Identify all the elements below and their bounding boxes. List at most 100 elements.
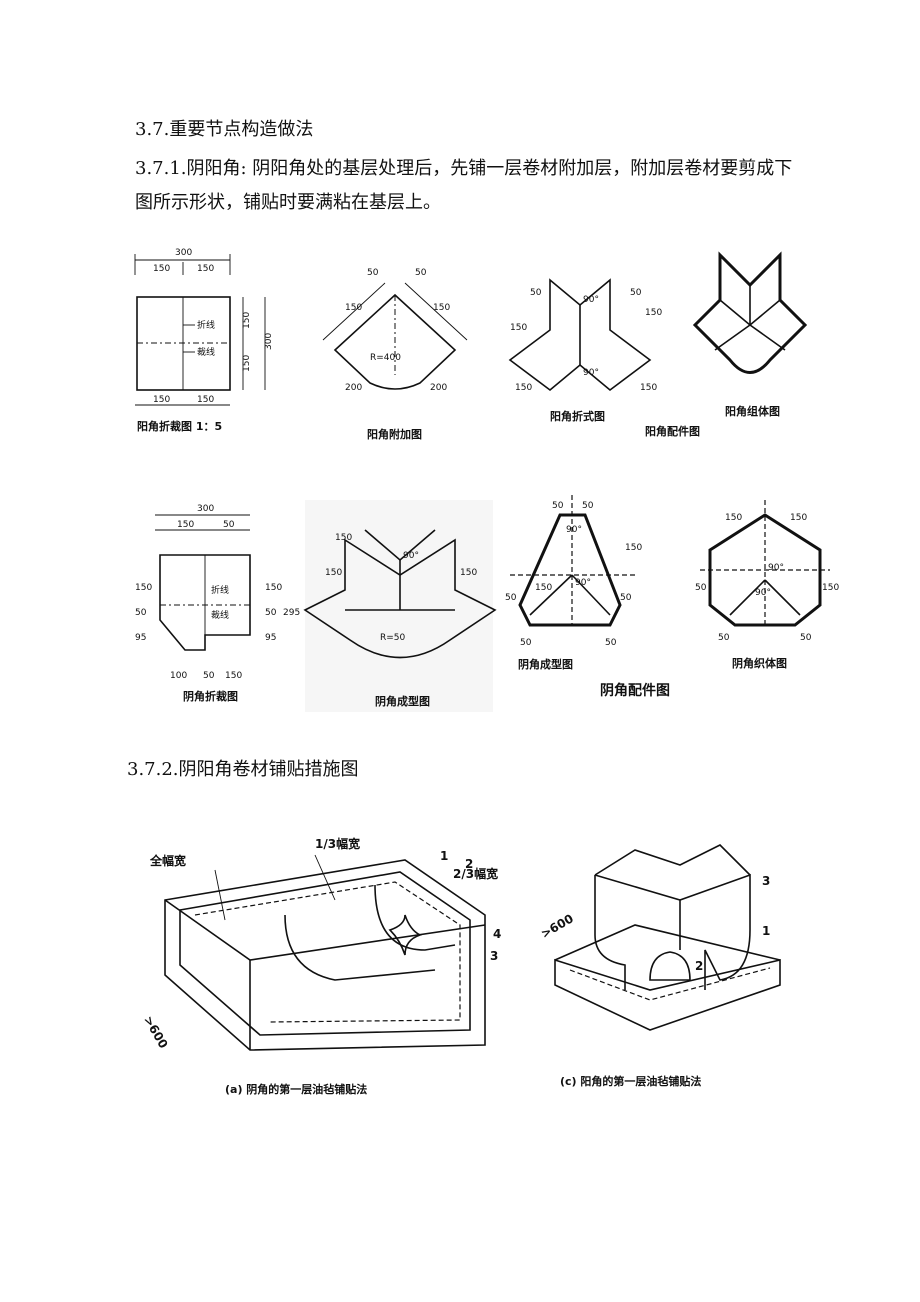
svg-text:2/3幅宽: 2/3幅宽 <box>453 866 498 881</box>
svg-text:50: 50 <box>605 638 617 648</box>
paragraph-line-2: 图所示形状，铺贴时要满粘在基层上。 <box>135 192 441 213</box>
svg-text:阳角折裁图 1：5: 阳角折裁图 1：5 <box>137 419 222 433</box>
svg-text:2: 2 <box>465 857 473 871</box>
svg-text:4: 4 <box>493 927 501 941</box>
svg-text:150: 150 <box>265 583 282 593</box>
svg-text:150: 150 <box>515 383 532 393</box>
yang-corner-3d-figure: 3 1 2 >600 (c) 阳角的第一层油毡铺贴法 <box>538 840 790 1100</box>
svg-text:150: 150 <box>242 312 252 329</box>
svg-text:阴角成型图: 阴角成型图 <box>518 657 573 671</box>
svg-text:>600: >600 <box>141 1013 171 1050</box>
svg-text:200: 200 <box>345 383 362 393</box>
yang-fold-cut-figure: 300 150 150 折线 裁线 150 150 150 150 300 阳角… <box>125 240 290 440</box>
svg-text:300: 300 <box>197 504 214 514</box>
svg-text:裁线: 裁线 <box>197 346 215 358</box>
svg-text:1: 1 <box>440 849 448 863</box>
svg-text:折线: 折线 <box>197 319 215 331</box>
svg-text:100: 100 <box>170 671 187 681</box>
svg-text:3: 3 <box>762 874 770 888</box>
svg-text:50: 50 <box>415 268 427 278</box>
svg-text:150: 150 <box>335 533 352 543</box>
svg-text:150: 150 <box>197 395 214 405</box>
svg-text:R=50: R=50 <box>380 633 406 643</box>
section-heading: 3.7.重要节点构造做法 <box>135 119 314 140</box>
yin-form-figure-2: 50 50 90° 90° 150 150 50 50 50 50 阴角成型图 … <box>500 490 670 700</box>
svg-text:150: 150 <box>433 303 450 313</box>
svg-text:300: 300 <box>264 333 274 350</box>
svg-text:50: 50 <box>800 633 812 643</box>
yin-form-figure: 90° 150 150 150 R=50 阴角成型图 <box>303 500 497 712</box>
svg-text:全幅宽: 全幅宽 <box>149 853 186 868</box>
svg-text:2: 2 <box>695 959 703 973</box>
svg-text:90°: 90° <box>575 578 591 588</box>
svg-text:150: 150 <box>640 383 657 393</box>
svg-text:90°: 90° <box>583 368 599 378</box>
svg-text:3: 3 <box>490 949 498 963</box>
yin-corner-3d-figure: 全幅宽 1/3幅宽 2/3幅宽 1 2 4 3 >600 (a) 阴角的第一层油… <box>135 830 515 1100</box>
svg-text:150: 150 <box>177 520 194 530</box>
yang-attach-figure: 150 150 50 50 R=400 200 200 阳角附加图 <box>305 255 485 445</box>
svg-text:150: 150 <box>153 264 170 274</box>
svg-text:150: 150 <box>135 583 152 593</box>
paragraph-line-1: 3.7.1.阴阳角: 阴阳角处的基层处理后，先铺一层卷材附加层，附加层卷材要剪成… <box>135 158 793 179</box>
svg-text:50: 50 <box>695 583 707 593</box>
svg-text:95: 95 <box>265 633 276 643</box>
svg-text:阴角成型图: 阴角成型图 <box>375 694 430 708</box>
svg-text:150: 150 <box>645 308 662 318</box>
yin-fold-cut-figure: 300 150 50 折线 裁线 150 50 95 150 50 95 295… <box>125 500 300 710</box>
section-heading-2: 3.7.2.阴阳角卷材铺贴措施图 <box>127 759 359 780</box>
svg-text:50: 50 <box>265 608 277 618</box>
svg-text:150: 150 <box>725 513 742 523</box>
svg-text:50: 50 <box>135 608 147 618</box>
svg-text:150: 150 <box>153 395 170 405</box>
svg-text:裁线: 裁线 <box>211 609 229 621</box>
svg-text:50: 50 <box>620 593 632 603</box>
svg-text:90°: 90° <box>755 588 771 598</box>
svg-text:50: 50 <box>530 288 542 298</box>
svg-text:90°: 90° <box>583 295 599 305</box>
svg-text:150: 150 <box>790 513 807 523</box>
svg-text:阴角折裁图: 阴角折裁图 <box>183 689 238 703</box>
svg-text:50: 50 <box>505 593 517 603</box>
svg-text:200: 200 <box>430 383 447 393</box>
svg-text:(a) 阴角的第一层油毡铺贴法: (a) 阴角的第一层油毡铺贴法 <box>225 1082 367 1096</box>
yin-assembly-figure: 150 150 90° 90° 50 150 50 50 阴角织体图 <box>690 495 840 675</box>
svg-text:50: 50 <box>718 633 730 643</box>
svg-text:50: 50 <box>552 501 564 511</box>
svg-text:1: 1 <box>762 924 770 938</box>
svg-text:150: 150 <box>460 568 477 578</box>
svg-text:50: 50 <box>223 520 235 530</box>
svg-text:150: 150 <box>225 671 242 681</box>
svg-text:折线: 折线 <box>211 584 229 596</box>
svg-text:阳角折式图: 阳角折式图 <box>550 409 605 423</box>
svg-text:90°: 90° <box>768 563 784 573</box>
svg-text:150: 150 <box>325 568 342 578</box>
svg-text:阴角织体图: 阴角织体图 <box>732 656 787 670</box>
svg-text:150: 150 <box>242 355 252 372</box>
svg-text:150: 150 <box>822 583 839 593</box>
svg-text:(c) 阳角的第一层油毡铺贴法: (c) 阳角的第一层油毡铺贴法 <box>560 1074 701 1088</box>
svg-text:95: 95 <box>135 633 146 643</box>
svg-text:50: 50 <box>203 671 215 681</box>
yang-assembly-figure: 阳角组体图 <box>685 250 815 420</box>
svg-text:295: 295 <box>283 608 300 618</box>
svg-text:阳角配件图: 阳角配件图 <box>645 424 700 438</box>
svg-text:50: 50 <box>520 638 532 648</box>
svg-text:90°: 90° <box>566 525 582 535</box>
svg-text:>600: >600 <box>538 911 575 941</box>
svg-text:150: 150 <box>625 543 642 553</box>
svg-text:阳角组体图: 阳角组体图 <box>725 404 780 418</box>
svg-text:90°: 90° <box>403 551 419 561</box>
svg-text:1/3幅宽: 1/3幅宽 <box>315 836 360 851</box>
yang-fold-style-figure: 90° 90° 50 50 150 150 150 150 阳角折式图 阳角配件… <box>490 250 700 440</box>
svg-text:阳角附加图: 阳角附加图 <box>367 427 422 441</box>
svg-text:150: 150 <box>510 323 527 333</box>
svg-text:阴角配件图: 阴角配件图 <box>600 682 670 699</box>
svg-text:150: 150 <box>535 583 552 593</box>
svg-text:50: 50 <box>367 268 379 278</box>
svg-text:150: 150 <box>345 303 362 313</box>
svg-text:R=400: R=400 <box>370 353 401 363</box>
svg-text:50: 50 <box>582 501 594 511</box>
svg-text:150: 150 <box>197 264 214 274</box>
svg-text:300: 300 <box>175 248 192 258</box>
